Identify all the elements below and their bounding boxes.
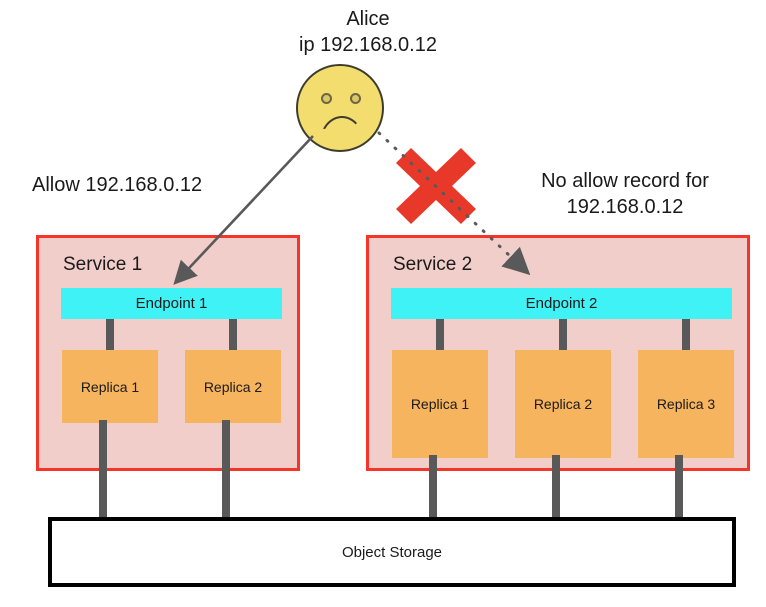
eye-right-icon — [350, 93, 361, 104]
service-1-endpoint[interactable]: Endpoint 1 — [61, 288, 282, 319]
service-2-endpoint[interactable]: Endpoint 2 — [391, 288, 732, 319]
connector-endpoint2-replica1 — [436, 319, 444, 350]
deny-annotation-line-2: 192.168.0.12 — [566, 196, 684, 218]
service-2-replica-2[interactable]: Replica 2 — [515, 350, 611, 458]
service-2-replica-1[interactable]: Replica 1 — [392, 350, 488, 458]
frown-mouth-icon — [320, 116, 364, 142]
service-1-title: Service 1 — [63, 254, 143, 275]
allow-annotation: Allow 192.168.0.12 — [32, 174, 203, 196]
connector-s1r1-storage — [99, 420, 107, 520]
connector-s2r2-storage — [552, 455, 560, 520]
eye-left-icon — [321, 93, 332, 104]
connector-endpoint1-replica2 — [229, 319, 237, 350]
connector-s2r1-storage — [429, 455, 437, 520]
deny-annotation-line-1: No allow record for — [541, 170, 709, 192]
connector-endpoint2-replica2 — [559, 319, 567, 350]
red-x-icon — [396, 148, 476, 224]
service-2-replica-3[interactable]: Replica 3 — [638, 350, 734, 458]
connector-s2r3-storage — [675, 455, 683, 520]
connector-endpoint2-replica3 — [682, 319, 690, 350]
alice-ip-label: ip 192.168.0.12 — [299, 34, 437, 56]
service-1-box[interactable]: Service 1 Endpoint 1 Replica 1 Replica 2 — [36, 235, 300, 471]
object-storage-box[interactable]: Object Storage — [48, 517, 736, 587]
service-2-box[interactable]: Service 2 Endpoint 2 Replica 1 Replica 2… — [366, 235, 750, 471]
alice-name-label: Alice — [346, 8, 390, 30]
service-2-title: Service 2 — [393, 254, 473, 275]
connector-s1r2-storage — [222, 420, 230, 520]
service-1-replica-2[interactable]: Replica 2 — [185, 350, 281, 423]
face-circle — [296, 64, 384, 152]
connector-endpoint1-replica1 — [106, 319, 114, 350]
service-1-replica-1[interactable]: Replica 1 — [62, 350, 158, 423]
sad-face-icon — [296, 64, 390, 158]
